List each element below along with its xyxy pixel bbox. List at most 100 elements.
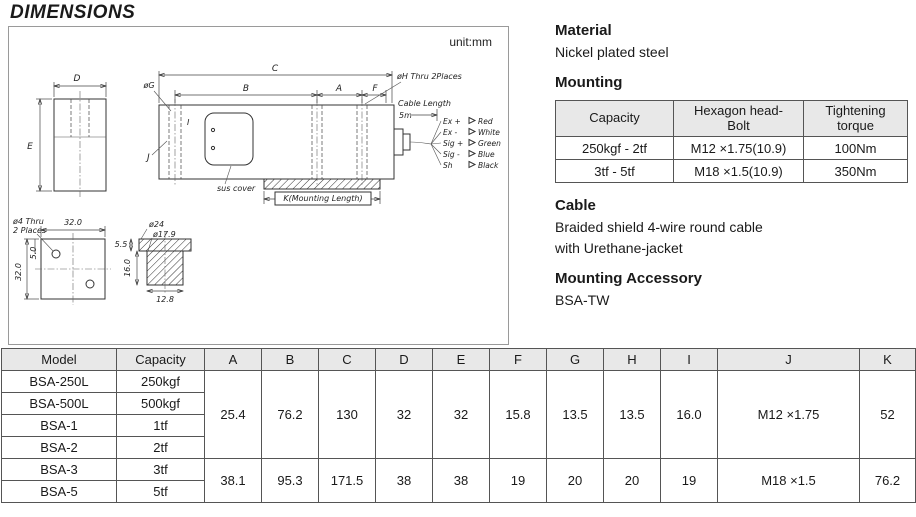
hole-offset-label: 5.0 [29,247,38,260]
model-cell: BSA-1 [1,414,117,437]
dim-cell-i: 16.0 [660,370,718,459]
col-header-d: D [375,348,433,371]
plate-width-label: 32.0 [64,218,82,227]
mounting-col-bolt: Hexagon head-Bolt [673,100,804,137]
dim-cell-c: 171.5 [318,458,376,503]
dim-cell-a: 38.1 [204,458,262,503]
material-heading: Material [555,22,612,39]
col-header-i: I [660,348,718,371]
col-header-b: B [261,348,319,371]
wire-arrow-icon [468,138,477,147]
dim-label-j: J [145,153,150,163]
unit-label: unit:mm [449,35,492,49]
wire-signal: Sig - [443,150,460,159]
dim-label-i: I [187,118,190,127]
model-cell: BSA-5 [1,480,117,503]
mounting-table-row: 250kgf - 2tf M12 ×1.75(10.9) 100Nm [555,136,908,160]
cable-line1: Braided shield 4-wire round cable [555,219,763,235]
plate-detail: ø4 Thru 2 Places 32.0 32.0 5.0 [12,217,111,305]
mounting-cell: 100Nm [803,136,908,160]
cable-callout: Cable Length 5m [398,99,451,166]
mounting-cell: M12 ×1.75(10.9) [673,136,804,160]
wire-signal: Ex + [443,117,461,126]
side-view: C B A F øG øH Thru 2Places I sus cover J [142,64,462,206]
body-width-label: 12.8 [156,295,174,304]
capacity-cell: 3tf [116,458,205,481]
dim-label-phi-g: øG [142,81,154,90]
dimension-table: Model Capacity A B C D E F G H I J K BSA… [1,348,916,503]
dim-cell-g: 13.5 [546,370,604,459]
dim-cell-i: 19 [660,458,718,503]
body-height-label: 16.0 [123,259,132,277]
dim-label-f: F [372,84,378,94]
dim-label-phi-h: øH Thru 2Places [396,72,462,81]
cable-length-value: 5m [399,111,412,120]
dim-label-a: A [335,84,342,94]
mounting-cell: 250kgf - 2tf [555,136,674,160]
dim-cell-h: 20 [603,458,661,503]
technical-drawing: D E C [12,64,501,305]
accessory-heading: Mounting Accessory [555,270,702,287]
col-header-g: G [546,348,604,371]
dim-cell-f: 15.8 [489,370,547,459]
col-header-k: K [859,348,916,371]
col-header-e: E [432,348,490,371]
mounting-col-torque: Tightening torque [803,100,908,137]
wire-color: Red [478,117,493,126]
col-header-c: C [318,348,376,371]
wire-legend: Ex + Red Ex - White Sig + Green Sig - Bl… [443,116,501,170]
capacity-cell: 5tf [116,480,205,503]
table-row: BSA-5 5tf [1,480,916,503]
flange-height-label: 5.5 [115,240,128,249]
dim-cell-h: 13.5 [603,370,661,459]
dim-cell-b: 95.3 [261,458,319,503]
col-header-capacity: Capacity [116,348,205,371]
dim-cell-j: M18 ×1.5 [717,458,860,503]
model-cell: BSA-3 [1,458,117,481]
mounting-cell: M18 ×1.5(10.9) [673,159,804,183]
phi24-label: ø24 [148,220,164,229]
dim-cell-e: 32 [432,370,490,459]
dim-cell-d: 38 [375,458,433,503]
wire-signal: Ex - [443,128,458,137]
capacity-cell: 2tf [116,436,205,459]
dim-cell-b: 76.2 [261,370,319,459]
mounting-length-label: K(Mounting Length) [283,194,362,203]
mounting-table-row: 3tf - 5tf M18 ×1.5(10.9) 350Nm [555,159,908,183]
dim-cell-e: 38 [432,458,490,503]
cover-detail: ø24 ø17.9 5.5 16.0 12.8 [115,220,192,304]
dim-label-b: B [243,84,249,94]
accessory-value: BSA-TW [555,292,610,308]
dim-label-e: E [27,142,33,152]
wire-arrow-icon [468,149,477,158]
mounting-col-capacity: Capacity [555,100,674,137]
dim-cell-c: 130 [318,370,376,459]
dim-cell-g: 20 [546,458,604,503]
wire-signal: Sig + [443,139,463,148]
phi4-label-line1: ø4 Thru [12,217,44,226]
dim-cell-d: 32 [375,370,433,459]
dimension-drawing-panel: unit:mm D E [8,26,509,345]
dimension-table-header-row: Model Capacity A B C D E F G H I J K [1,348,916,371]
table-row: BSA-2 2tf [1,436,916,459]
cable-line2: with Urethane-jacket [555,240,683,256]
wire-color: Green [478,139,501,148]
col-header-f: F [489,348,547,371]
wire-arrow-icon [468,127,477,136]
wire-color: Black [478,161,499,170]
dim-label-c: C [272,64,279,74]
dim-cell-a: 25.4 [204,370,262,459]
mounting-table: Capacity Hexagon head-Bolt Tightening to… [555,100,908,183]
model-cell: BSA-2 [1,436,117,459]
col-header-model: Model [1,348,117,371]
wire-color: Blue [478,150,495,159]
col-header-j: J [717,348,860,371]
dim-cell-f: 19 [489,458,547,503]
wire-arrow-icon [468,116,477,125]
mounting-cell: 350Nm [803,159,908,183]
mounting-table-header-row: Capacity Hexagon head-Bolt Tightening to… [555,100,908,137]
phi4-label-line2: 2 Places [13,226,46,235]
mounting-cell: 3tf - 5tf [555,159,674,183]
capacity-cell: 500kgf [116,392,205,415]
